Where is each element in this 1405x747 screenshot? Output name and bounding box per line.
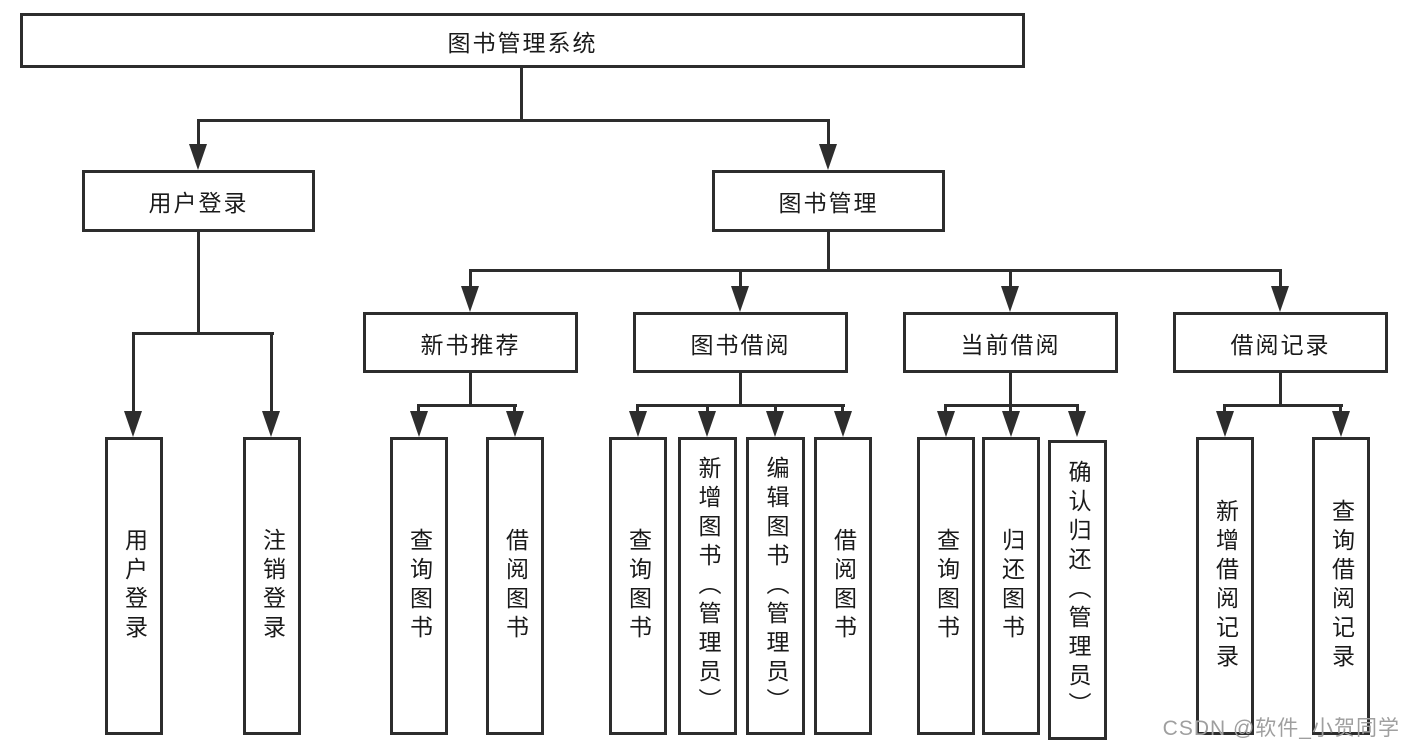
connector-line — [469, 269, 1282, 272]
node-query-borrow-record: 查询借阅记录 — [1312, 437, 1370, 735]
connector-line — [1339, 404, 1342, 414]
arrow-down-icon — [937, 411, 955, 437]
arrow-down-icon — [461, 286, 479, 312]
arrow-down-icon — [1068, 411, 1086, 437]
connector-line — [636, 404, 845, 407]
node-book-borrowing: 图书借阅 — [633, 312, 848, 373]
connector-line — [132, 332, 135, 411]
connector-line — [197, 232, 200, 335]
connector-line — [132, 332, 274, 335]
node-query-books-current: 查询图书 — [917, 437, 975, 735]
connector-line — [1076, 404, 1079, 414]
node-borrow-books-recommend: 借阅图书 — [486, 437, 544, 735]
arrow-down-icon — [506, 411, 524, 437]
node-borrowing-records: 借阅记录 — [1173, 312, 1388, 373]
connector-line — [1279, 269, 1282, 286]
node-current-borrowing: 当前借阅 — [903, 312, 1118, 373]
arrow-down-icon — [629, 411, 647, 437]
arrow-down-icon — [262, 411, 280, 437]
connector-line — [1279, 373, 1282, 407]
connector-line — [739, 373, 742, 407]
node-user-login: 用户登录 — [82, 170, 315, 232]
node-user-login-action: 用户登录 — [105, 437, 163, 735]
connector-line — [417, 404, 517, 407]
arrow-down-icon — [410, 411, 428, 437]
arrow-down-icon — [819, 144, 837, 170]
connector-line — [841, 404, 844, 414]
connector-line — [636, 404, 639, 414]
connector-line — [944, 404, 947, 414]
connector-line — [270, 332, 273, 411]
arrow-down-icon — [1216, 411, 1234, 437]
node-add-borrow-record: 新增借阅记录 — [1196, 437, 1254, 735]
connector-line — [739, 269, 742, 286]
connector-line — [706, 404, 709, 414]
connector-line — [1009, 373, 1012, 407]
connector-line — [197, 119, 200, 144]
node-logout-action: 注销登录 — [243, 437, 301, 735]
csdn-watermark: CSDN @软件_小贺同学 — [1162, 717, 1400, 740]
connector-line — [1009, 269, 1012, 286]
node-borrow-books-borrowing: 借阅图书 — [814, 437, 872, 735]
connector-line — [1223, 404, 1343, 407]
arrow-down-icon — [731, 286, 749, 312]
arrow-down-icon — [1332, 411, 1350, 437]
node-return-books: 归还图书 — [982, 437, 1040, 735]
connector-line — [197, 119, 830, 122]
connector-line — [1009, 404, 1012, 414]
arrow-down-icon — [834, 411, 852, 437]
node-book-management: 图书管理 — [712, 170, 945, 232]
connector-line — [520, 68, 523, 122]
arrow-down-icon — [698, 411, 716, 437]
connector-line — [774, 404, 777, 414]
node-confirm-return-admin: 确认归还（管理员） — [1048, 440, 1107, 740]
node-add-books-admin: 新增图书（管理员） — [678, 437, 737, 735]
arrow-down-icon — [766, 411, 784, 437]
arrow-down-icon — [124, 411, 142, 437]
arrow-down-icon — [1002, 411, 1020, 437]
arrow-down-icon — [1271, 286, 1289, 312]
connector-line — [417, 404, 420, 414]
node-query-books-borrowing: 查询图书 — [609, 437, 667, 735]
connector-line — [1223, 404, 1226, 414]
node-new-book-recommend: 新书推荐 — [363, 312, 578, 373]
node-edit-books-admin: 编辑图书（管理员） — [746, 437, 805, 735]
connector-line — [469, 269, 472, 286]
connector-line — [827, 119, 830, 144]
connector-line — [827, 232, 830, 272]
node-root: 图书管理系统 — [20, 13, 1025, 68]
connector-line — [469, 373, 472, 407]
node-query-books-recommend: 查询图书 — [390, 437, 448, 735]
arrow-down-icon — [189, 144, 207, 170]
connector-line — [513, 404, 516, 414]
arrow-down-icon — [1001, 286, 1019, 312]
